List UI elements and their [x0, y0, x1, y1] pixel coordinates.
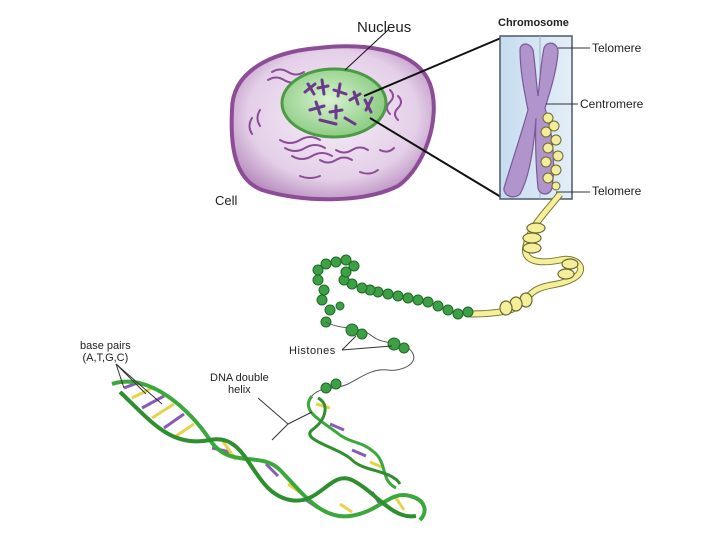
chromosome-panel: [499, 35, 590, 200]
label-base-pairs-line1: base pairs: [80, 340, 131, 352]
dna-backbone-upper: [306, 395, 397, 490]
dna-backbone-1: [111, 379, 427, 522]
dna-double-helix: [111, 363, 427, 522]
beads-on-string: [311, 321, 415, 397]
label-dna-line1: DNA double: [210, 372, 269, 384]
label-dna-double-helix: DNA double helix: [210, 372, 269, 396]
nucleus-chromosomes: [303, 78, 374, 126]
endoplasmic-reticulum: [248, 68, 402, 179]
dna-backbone-2: [118, 390, 417, 519]
chromatin-coil: [540, 112, 564, 191]
histone-chain: [312, 254, 474, 328]
uncoiling-fiber: [469, 191, 584, 318]
label-telomere-top: Telomere: [592, 41, 642, 55]
label-base-pairs: base pairs (A,T,G,C): [80, 340, 131, 364]
label-cell: Cell: [215, 193, 238, 208]
label-centromere: Centromere: [580, 97, 644, 111]
label-telomere-bottom: Telomere: [592, 184, 642, 198]
label-chromosome: Chromosome: [498, 17, 569, 29]
label-nucleus: Nucleus: [357, 19, 412, 36]
cell: [229, 44, 436, 202]
dna-base-pairs: [123, 380, 406, 514]
label-base-pairs-line2: (A,T,G,C): [82, 352, 129, 365]
label-dna-line2: helix: [228, 384, 251, 397]
callout-lines: [344, 29, 502, 198]
label-histones: Histones: [289, 345, 336, 357]
